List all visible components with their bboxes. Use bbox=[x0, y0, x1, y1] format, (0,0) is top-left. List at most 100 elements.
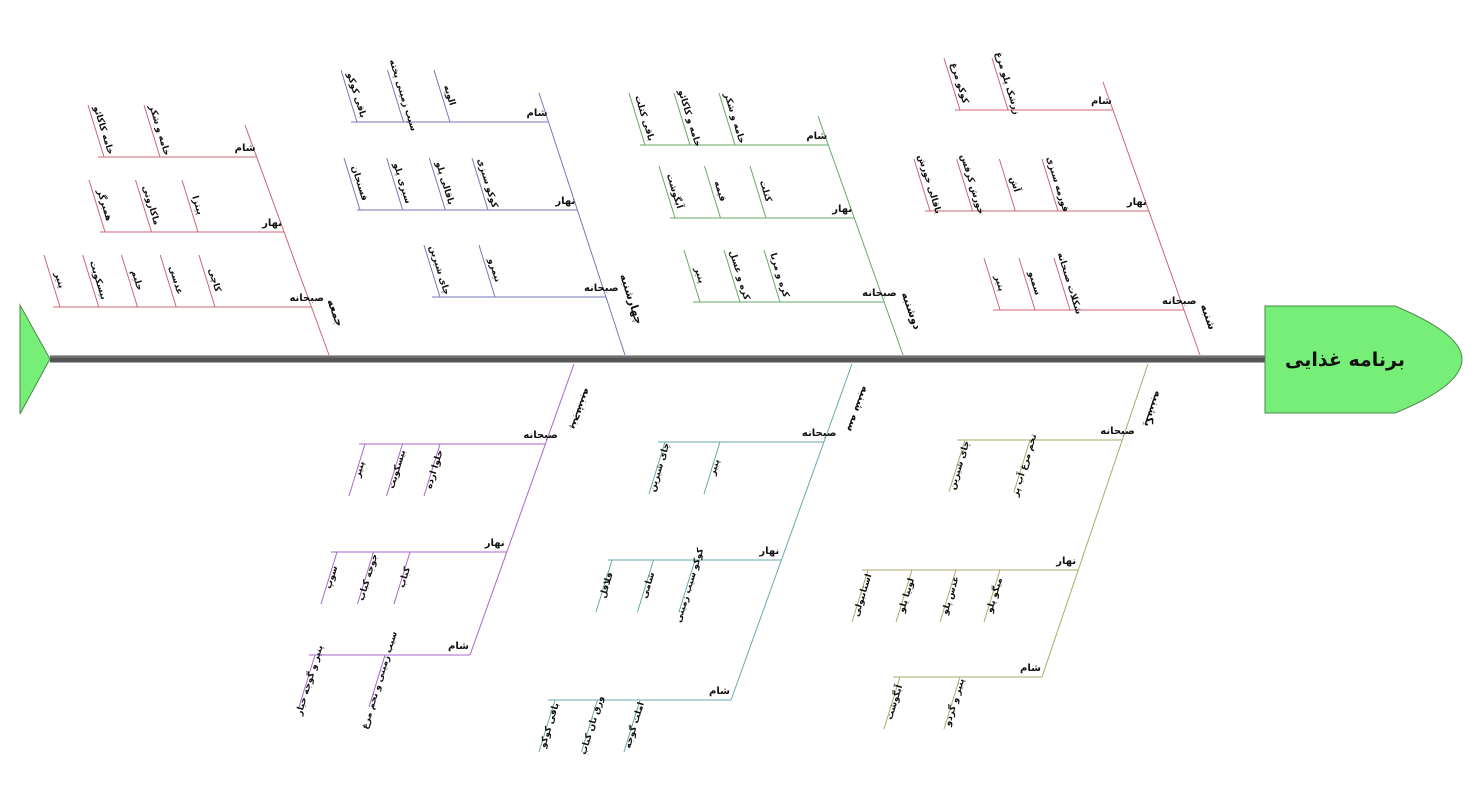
item-tick bbox=[673, 92, 691, 146]
item-tick bbox=[368, 654, 386, 708]
meal-label: صبحانه bbox=[523, 430, 558, 441]
day-bone bbox=[538, 92, 626, 356]
item-label: بیسکویت bbox=[387, 449, 408, 490]
item-tick bbox=[683, 249, 701, 303]
item-tick bbox=[883, 676, 901, 730]
item-label: عدسی bbox=[166, 265, 184, 296]
item-tick bbox=[948, 439, 966, 493]
item-label: قیمه bbox=[712, 180, 728, 203]
item-label: کاچی bbox=[206, 267, 223, 294]
day-bone bbox=[817, 115, 904, 356]
item-label: پنیر bbox=[991, 273, 1006, 293]
item-label: باقی کوکو bbox=[538, 702, 562, 750]
item-label: پنیر bbox=[353, 460, 368, 480]
item-label: جوجه کباب bbox=[357, 553, 381, 602]
item-tick bbox=[1041, 158, 1059, 212]
item-label: حلیم bbox=[129, 269, 145, 292]
item-tick bbox=[343, 157, 361, 211]
meal-label: شام bbox=[1091, 96, 1112, 107]
day-label: سه شنبه bbox=[844, 384, 872, 433]
day-label: دوشنبه bbox=[899, 290, 924, 331]
item-label: سیب زمینی پخته bbox=[387, 58, 419, 132]
item-tick bbox=[298, 654, 316, 708]
meal-label: صبحانه bbox=[1162, 296, 1197, 307]
item-tick bbox=[581, 699, 598, 753]
day-label: پنجشنبه bbox=[568, 387, 595, 432]
day-bone bbox=[1041, 363, 1149, 678]
item-label: پنیر bbox=[708, 458, 723, 478]
meal-thu-0: صبحانه پنیر بیسکویت حلوا ارده bbox=[348, 430, 558, 497]
item-tick bbox=[851, 569, 869, 623]
item-label: پنیر bbox=[691, 265, 706, 285]
item-label: چای شیرین bbox=[648, 442, 673, 494]
item-label: خامه و شکر bbox=[146, 103, 171, 157]
day-label: چهارشنبه bbox=[617, 272, 646, 326]
item-label: خامه و کاکائو bbox=[675, 88, 702, 148]
item-tick bbox=[956, 158, 974, 212]
meal-label: نهار bbox=[758, 546, 779, 557]
item-tick bbox=[159, 254, 177, 308]
item-label: پنیر و گوجه خیار bbox=[292, 644, 325, 718]
item-tick bbox=[181, 179, 199, 233]
item-label: حلوا ارده bbox=[424, 449, 445, 490]
item-label: لوبیا پلو bbox=[897, 577, 917, 615]
meal-label: شام bbox=[709, 686, 730, 697]
item-tick bbox=[386, 157, 404, 211]
meal-label: نهار bbox=[1126, 197, 1147, 208]
item-label: استانبولی bbox=[852, 573, 875, 618]
item-tick bbox=[983, 569, 1001, 623]
item-label: چای شیرین bbox=[948, 440, 973, 492]
meal-label: شام bbox=[235, 143, 256, 154]
meal-label: صبحانه bbox=[862, 288, 897, 299]
item-tick bbox=[763, 249, 781, 303]
item-tick bbox=[320, 551, 338, 605]
item-tick bbox=[648, 441, 666, 495]
item-tick bbox=[88, 179, 106, 233]
day-bone bbox=[1102, 81, 1201, 356]
item-label: کره و عسل bbox=[727, 249, 752, 302]
diagram-title: برنامه غذایی bbox=[1285, 349, 1405, 371]
item-tick bbox=[991, 57, 1009, 111]
meal-label: شام bbox=[448, 641, 469, 652]
item-tick bbox=[538, 699, 556, 753]
item-label: ورق نان کباب bbox=[579, 695, 606, 756]
item-tick bbox=[1018, 257, 1036, 311]
item-tick bbox=[658, 165, 676, 219]
meal-label: صبحانه bbox=[1100, 426, 1135, 437]
item-label: چای شیرین bbox=[427, 245, 452, 297]
meal-label: شام bbox=[1020, 663, 1041, 674]
meal-label: شام bbox=[806, 131, 827, 142]
item-label: میگو پلو bbox=[983, 576, 1005, 615]
item-tick bbox=[198, 254, 216, 308]
item-tick bbox=[135, 179, 152, 233]
item-label: پنیر و گردو bbox=[941, 677, 967, 729]
item-tick bbox=[943, 676, 961, 730]
item-label: شامی bbox=[640, 571, 658, 600]
item-tick bbox=[393, 551, 411, 605]
item-label: سوپ bbox=[324, 565, 341, 591]
item-tick bbox=[433, 69, 451, 123]
item-tick bbox=[1053, 257, 1071, 311]
item-label: سمبو bbox=[1025, 269, 1042, 296]
item-tick bbox=[43, 254, 61, 308]
meal-label: شام bbox=[527, 108, 548, 119]
meal-label: نهار bbox=[1055, 556, 1076, 567]
item-tick bbox=[82, 254, 100, 308]
item-tick bbox=[478, 244, 496, 298]
